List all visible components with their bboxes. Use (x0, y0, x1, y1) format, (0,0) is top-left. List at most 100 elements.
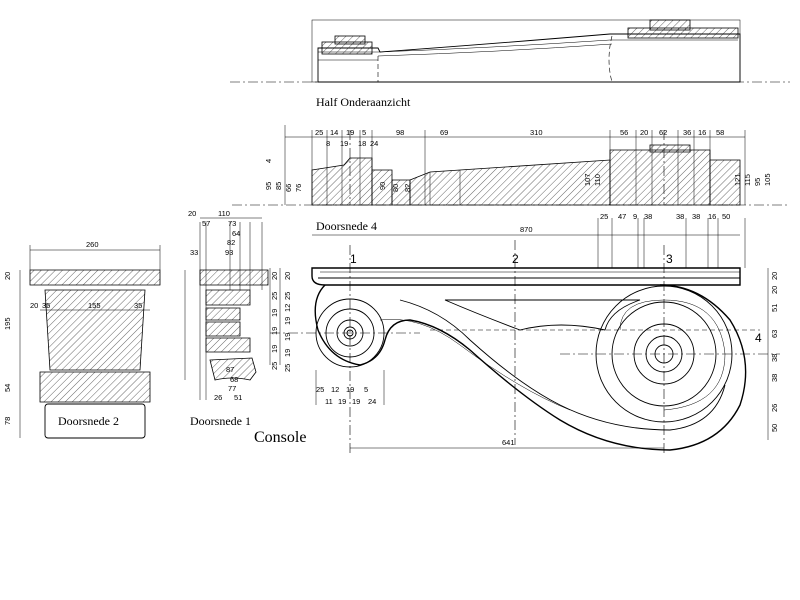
dim-s4-rv3: 121 (733, 173, 742, 186)
dim-c-bl4: 5 (364, 385, 368, 394)
dim-s1-st4: 82 (227, 238, 235, 247)
dim-c-rv1: 20 (770, 272, 779, 280)
section-marker-4: 4 (755, 331, 762, 345)
dim-s2-v2: 195 (3, 317, 12, 330)
dim-s4-lv3: 85 (274, 182, 283, 190)
dim-s2-in1: 20 (30, 301, 38, 310)
dim-s1-b5: 51 (234, 393, 242, 402)
section-4-drawing (232, 125, 790, 206)
dim-s4-2: 14 (330, 128, 338, 137)
dim-s4-4: 5 (362, 128, 366, 137)
dim-c-top-3: 9 (633, 212, 637, 221)
dim-s4-in4: 24 (370, 139, 378, 148)
dim-c-bl2: 12 (331, 385, 339, 394)
dim-c-lv6: 25 (270, 362, 279, 370)
dim-s4-5: 98 (396, 128, 404, 137)
dim-s4-lv4: 66 (284, 184, 293, 192)
dim-c-rv6: 38 (770, 374, 779, 382)
dim-s4-lv1: 4 (264, 159, 273, 163)
section-marker-1: 1 (350, 252, 357, 266)
dim-s2-v1: 20 (3, 272, 12, 280)
dim-s4-mv2: 80 (391, 184, 400, 192)
dim-s2-in3: 155 (88, 301, 101, 310)
dim-s4-lv5: 76 (294, 184, 303, 192)
dim-c-bl2-4: 24 (368, 397, 376, 406)
dim-s1-top2: 110 (218, 209, 230, 218)
dim-c-rv8: 50 (770, 424, 779, 432)
dim-s4-rv1: 107 (583, 173, 592, 186)
dim-s1-st5: 93 (225, 248, 233, 257)
dim-s1-top1: 20 (188, 209, 196, 218)
dim-s4-7: 310 (530, 128, 543, 137)
dim-s4-in2: 19 (340, 139, 348, 148)
dim-c-top-1: 25 (600, 212, 608, 221)
dim-s4-3: 19 (346, 128, 354, 137)
dim-s4-in1: 8 (326, 139, 330, 148)
dim-s1-st3: 64 (232, 229, 240, 238)
dim-c-top-2: 47 (618, 212, 626, 221)
console-label: Console (254, 429, 306, 446)
dim-s4-rv5: 95 (753, 178, 762, 186)
dim-c-lv2-6: 19 (283, 349, 292, 357)
dim-c-bl2-3: 19 (352, 397, 360, 406)
dim-c-top-4: 38 (644, 212, 652, 221)
dim-s4-in3: 18 (358, 139, 366, 148)
section-marker-2: 2 (512, 252, 519, 266)
dim-s1-st6: 33 (190, 248, 198, 257)
dim-c-lv4: 19 (270, 327, 279, 335)
section-2-drawing (19, 245, 161, 439)
dim-s4-11: 36 (683, 128, 691, 137)
section-marker-3: 3 (666, 252, 673, 266)
dim-c-rv3: 51 (770, 304, 779, 312)
dim-c-lv2-7: 25 (283, 364, 292, 372)
dim-c-lv2-2: 25 (283, 292, 292, 300)
dim-console-bottom-length: 641 (502, 438, 515, 447)
dim-s4-10: 62 (659, 128, 667, 137)
dim-c-rv7: 26 (770, 404, 779, 412)
dim-c-lv1: 20 (270, 272, 279, 280)
dim-s2-v3: 54 (3, 384, 12, 392)
dim-c-lv3: 19 (270, 309, 279, 317)
dim-c-top-5: 38 (676, 212, 684, 221)
dim-c-rv2: 20 (770, 286, 779, 294)
dim-c-lv2-4: 19 (283, 317, 292, 325)
dim-c-bl2-1: 11 (325, 397, 333, 406)
dim-c-top-6: 38 (692, 212, 700, 221)
section-1-drawing (184, 217, 269, 400)
console-drawing (269, 218, 780, 455)
dim-s4-13: 58 (716, 128, 724, 137)
dim-c-lv2-1: 20 (283, 272, 292, 280)
dim-c-bl1: 25 (316, 385, 324, 394)
half-bottom-view-label: Half Onderaanzicht (316, 95, 411, 109)
dim-s4-9: 20 (640, 128, 648, 137)
dim-s4-1: 25 (315, 128, 323, 137)
dim-s4-6: 69 (440, 128, 448, 137)
dim-s1-st2: 73 (228, 219, 236, 228)
dim-c-top-8: 50 (722, 212, 730, 221)
dim-c-lv2-3: 12 (283, 304, 292, 312)
dim-c-lv5: 19 (270, 345, 279, 353)
dim-c-top-7: 16 (708, 212, 716, 221)
dim-s4-rv6: 105 (763, 173, 772, 186)
dim-s2-in2: 35 (42, 301, 50, 310)
section-2-label: Doorsnede 2 (58, 414, 119, 428)
dim-c-lv2-5: 19 (283, 333, 292, 341)
half-bottom-view (230, 19, 790, 83)
dim-s4-mv3: 82 (403, 184, 412, 192)
dim-s4-lv2: 95 (264, 182, 273, 190)
dim-s1-st1: 57 (202, 219, 210, 228)
section-4-label: Doorsnede 4 (316, 219, 377, 233)
dim-s2-v4: 78 (3, 417, 12, 425)
dim-s1-b4: 26 (214, 393, 222, 402)
dim-c-lv2: 25 (270, 292, 279, 300)
dim-s2-width: 260 (86, 240, 99, 249)
section-1-label: Doorsnede 1 (190, 414, 251, 428)
dim-s4-mv1: 90 (378, 182, 387, 190)
dim-c-rv4: 63 (770, 330, 779, 338)
dim-c-bl2-2: 19 (338, 397, 346, 406)
dim-s4-8: 56 (620, 128, 628, 137)
dim-s4-rv2: 110 (593, 174, 602, 186)
dim-c-rv5: 38 (770, 354, 779, 362)
dim-s4-rv4: 115 (743, 174, 752, 186)
